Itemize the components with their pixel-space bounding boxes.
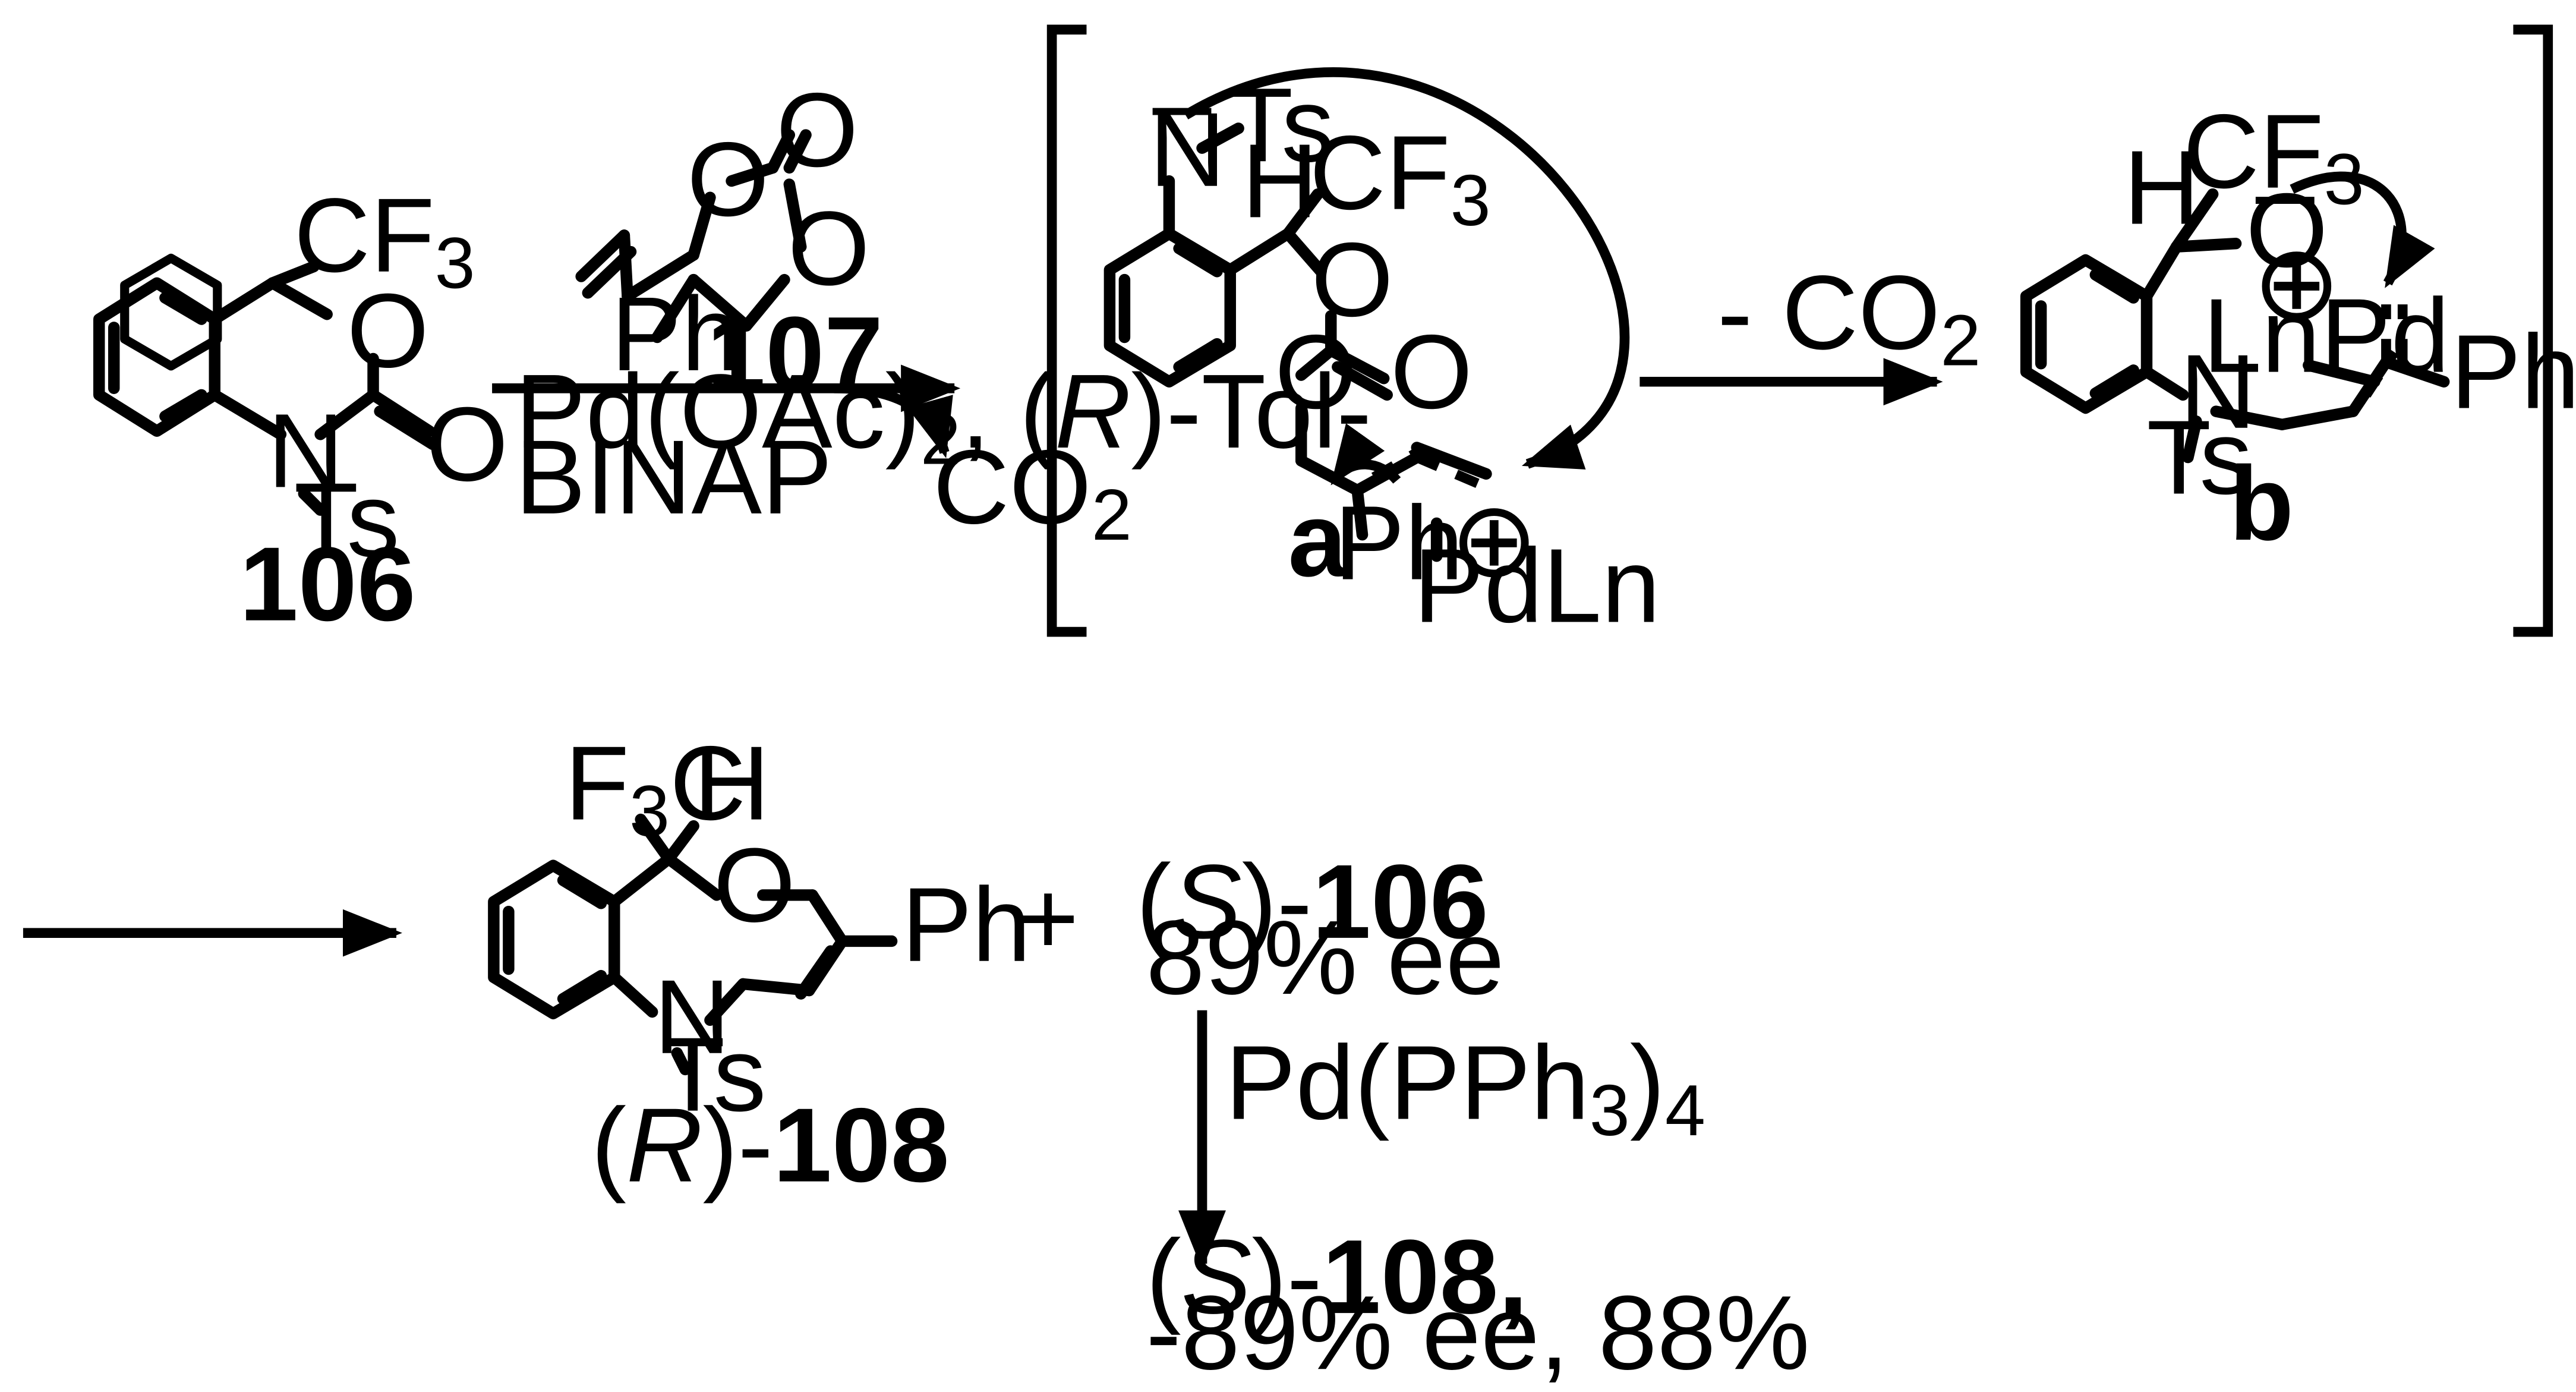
oxygen-2-label: O <box>776 71 858 189</box>
compound-label-106: 106 <box>239 525 416 643</box>
curved-arrow-a <box>1183 67 1630 470</box>
compound-106: CF3 O O N Ts 106 <box>93 176 508 643</box>
oxygen-label: O <box>713 826 795 944</box>
nitrogen-label: N <box>654 958 730 1076</box>
s108-ee-yield: -89% ee, 88% <box>1146 1274 1810 1392</box>
n-charge: – <box>1153 43 1212 161</box>
product-label: (R)-108 <box>591 1086 950 1204</box>
conditions-line-2: BINAP <box>515 418 833 536</box>
ring-oxygen-label: O <box>347 272 429 390</box>
nitrogen-label: N <box>267 392 343 510</box>
pd-charge: ⊕ <box>1450 480 1538 599</box>
byproduct-co2-1: CO2 <box>933 428 1132 555</box>
phenyl-label: Ph <box>2451 313 2576 431</box>
oxygen-1-label: O <box>687 120 769 238</box>
s106-label: (S)-106 <box>1136 842 1489 960</box>
step2-label: - CO2 <box>1717 253 1981 380</box>
cf3-label: CF3 <box>1310 114 1491 241</box>
phenyl-label: Ph <box>1334 484 1464 602</box>
phenyl-label: Ph <box>901 865 1031 984</box>
tosyl-label: Ts <box>2147 398 2253 517</box>
intermediate-b: H CF3 O – ⊕ LnPd Ph N Ts b <box>2020 92 2576 562</box>
hydrogen-label: H <box>693 724 770 842</box>
oxygen-3-label: O <box>788 189 870 307</box>
pd-label: PdLn <box>1414 527 1660 645</box>
step3-label: Pd(PPh3)4 <box>1225 1023 1705 1151</box>
right-bracket <box>2513 24 2553 637</box>
co2-loss-arrow-1 <box>834 383 953 458</box>
tosyl-label: Ts <box>294 461 400 579</box>
tosyl-label: Ts <box>661 1015 767 1133</box>
cf3-label: F3C <box>565 724 746 851</box>
cf3-label: CF3 <box>2183 92 2364 219</box>
plus-sign: + <box>1017 859 1079 977</box>
s106-ee: 89% ee <box>1146 898 1505 1016</box>
compound-107: O O O Ph 107 <box>575 71 883 412</box>
left-bracket <box>1046 24 1087 637</box>
intermediate-label-a: a <box>1288 480 1348 599</box>
carbonyl-oxygen-label: O <box>426 385 508 503</box>
cf3-label: CF3 <box>294 176 475 303</box>
compound-r-108: F3C H O Ph N Ts (R)-108 <box>488 724 1031 1204</box>
hydrogen-label: H <box>2124 128 2200 247</box>
pd-charge: ⊕ <box>2252 223 2341 342</box>
oxygen-1-label: O <box>1311 221 1393 339</box>
tosyl-label: Ts <box>1228 66 1334 184</box>
conditions-line-1: Pd(OAc)2, (R)-Tol- <box>515 352 1371 479</box>
oxygen-3-label: O <box>1275 313 1357 431</box>
oxygen-2-label: O <box>1391 313 1473 431</box>
nitrogen-label: N <box>1149 90 1225 209</box>
hydrogen-label: H <box>1242 122 1318 240</box>
phenyl-label: Ph <box>611 275 740 393</box>
nitrogen-label: N <box>2180 332 2256 451</box>
intermediate-label-b: b <box>2229 444 2294 562</box>
intermediate-a: – N Ts H CF3 O O O Ph ⊕ PdLn a <box>1103 43 1660 645</box>
oxygen-label: O <box>2246 171 2328 289</box>
o-charge: – <box>2256 131 2315 250</box>
s108-label: (S)-108, <box>1146 1217 1528 1336</box>
pd-label: LnPd <box>2203 276 2449 395</box>
